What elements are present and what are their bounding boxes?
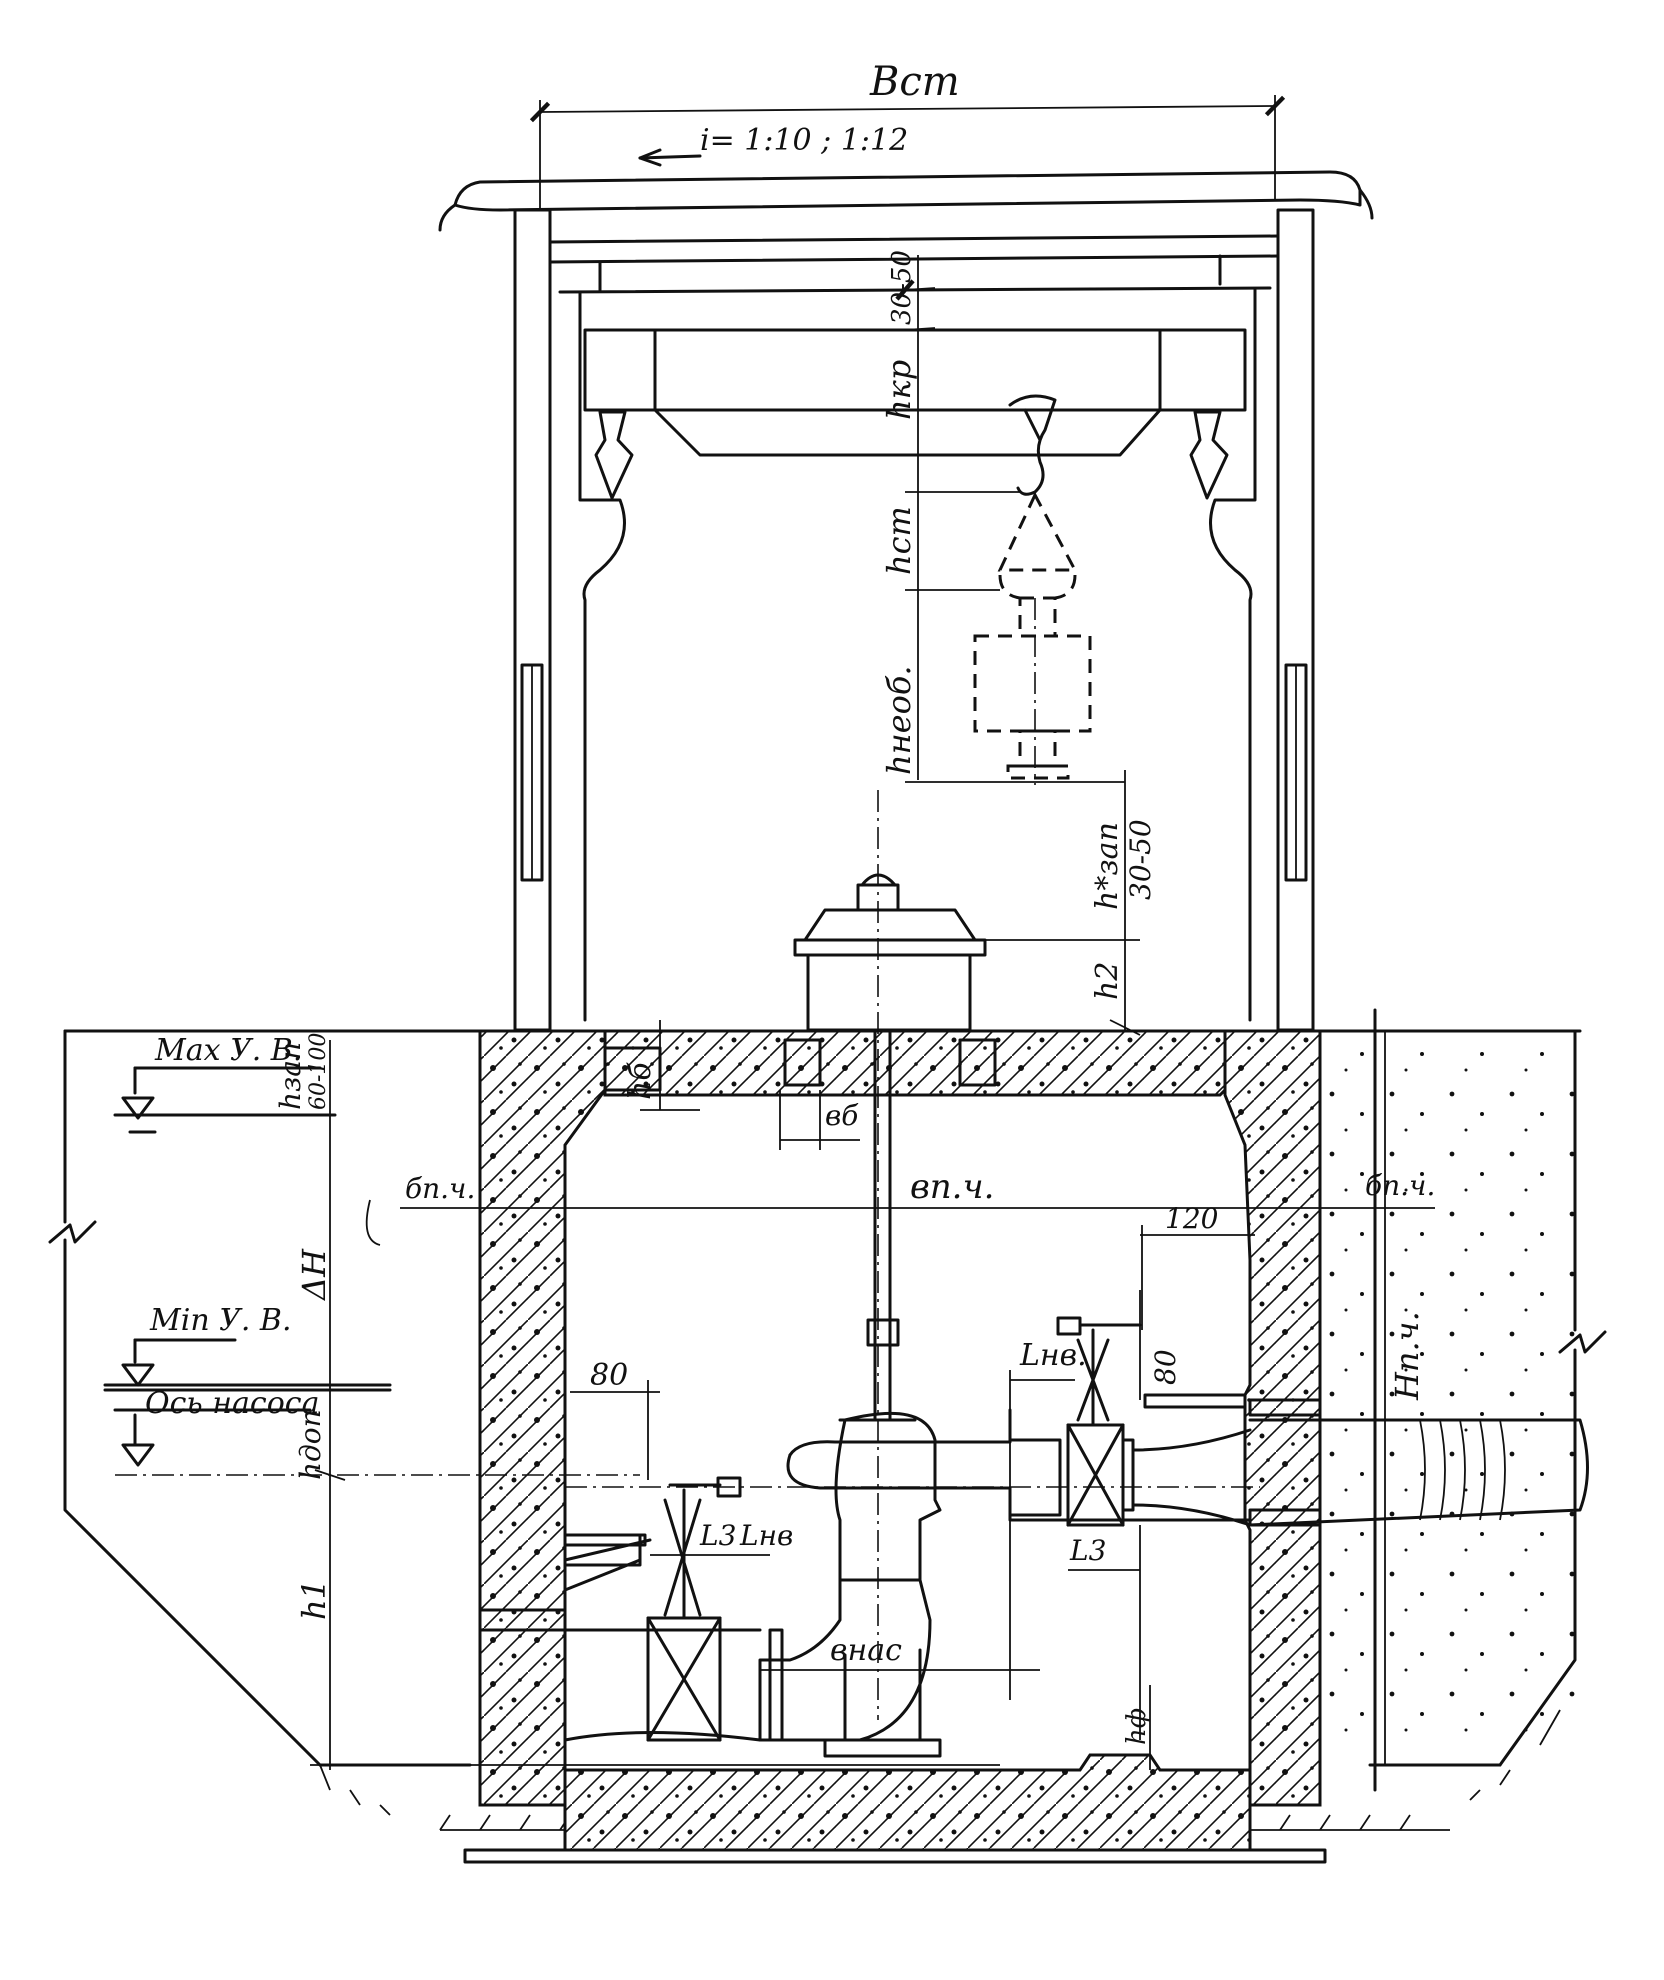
label-80-right: 80 (1149, 1349, 1182, 1385)
label-30-50-top: 30-50 (887, 250, 917, 325)
label-h2: h2 (1090, 962, 1125, 1000)
label-h-kr: hкр (880, 360, 918, 420)
label-h-zap-star: h*зап (1090, 822, 1125, 910)
crane-hook (1008, 394, 1057, 496)
label-l-nv-right: Lнв. (1019, 1338, 1087, 1373)
label-l3-left: L3 (699, 1519, 736, 1552)
label-h-f: hф (1122, 1708, 1152, 1745)
left-crane-wheel (594, 410, 634, 500)
underground-chamber (463, 1029, 1327, 1864)
label-delta-n-right: бп.ч. (1365, 1169, 1435, 1202)
label-h-zap: hзап (274, 1042, 307, 1110)
roof-slab (453, 170, 1362, 212)
annotations: Bcm i= 1:10 ; 1:12 30-50 hкр hcm hнеоб. … (145, 59, 1435, 1745)
left-upper-wall (513, 208, 552, 1032)
pump-unit (563, 790, 1589, 1758)
label-h-p-dop: hдоп (294, 1409, 327, 1480)
outlet-pipe (1248, 1418, 1589, 1527)
label-l3-right: L3 (1069, 1534, 1106, 1567)
motor-body (806, 953, 972, 1032)
label-max-level: Max У. В. (154, 1033, 302, 1068)
label-h-pch: Нп.ч. (1388, 1311, 1426, 1401)
water-levels (103, 1066, 640, 1476)
label-slope: i= 1:10 ; 1:12 (700, 123, 908, 158)
label-b-nas: внас (830, 1633, 902, 1668)
label-delta-n-left: бп.ч. (405, 1172, 475, 1205)
right-crane-wheel (1189, 410, 1229, 500)
label-pump-axis: Ось насоса (145, 1386, 319, 1421)
label-delta-h: ΔН (295, 1248, 333, 1302)
left-chamber-wall (478, 1029, 607, 1807)
ground-and-soil (48, 1008, 1607, 1831)
lifted-load-outline (1018, 596, 1057, 638)
label-120: 120 (1165, 1202, 1218, 1235)
left-crane-column (578, 290, 626, 1022)
label-h-st: hcm (880, 506, 918, 575)
label-l-nv-left: Lнв (739, 1519, 793, 1552)
label-h-neob: hнеоб. (880, 665, 918, 775)
label-b-b: вб (825, 1099, 859, 1132)
label-b-pch: вп.ч. (910, 1167, 994, 1207)
label-30-50-mid: 30-50 (1124, 819, 1157, 900)
operating-floor-slab (603, 1029, 1227, 1097)
suction-pipe (563, 1628, 762, 1742)
right-chamber-wall (1223, 1029, 1322, 1807)
floor-slab (563, 1753, 1252, 1852)
right-upper-wall (1276, 208, 1315, 1032)
label-min-level: Min У. В. (149, 1303, 292, 1338)
dimension-lines (310, 95, 1435, 1770)
label-80-left: 80 (590, 1358, 628, 1393)
label-b-st: Bcm (869, 59, 960, 105)
discharge-pipe (786, 1453, 1252, 1522)
label-h1: h1 (295, 1579, 333, 1620)
label-h-b: hб (623, 1062, 658, 1100)
label-60-100: 60-100 (306, 1033, 331, 1110)
right-crane-column (1209, 288, 1257, 1022)
pump-volute (834, 1411, 942, 1582)
